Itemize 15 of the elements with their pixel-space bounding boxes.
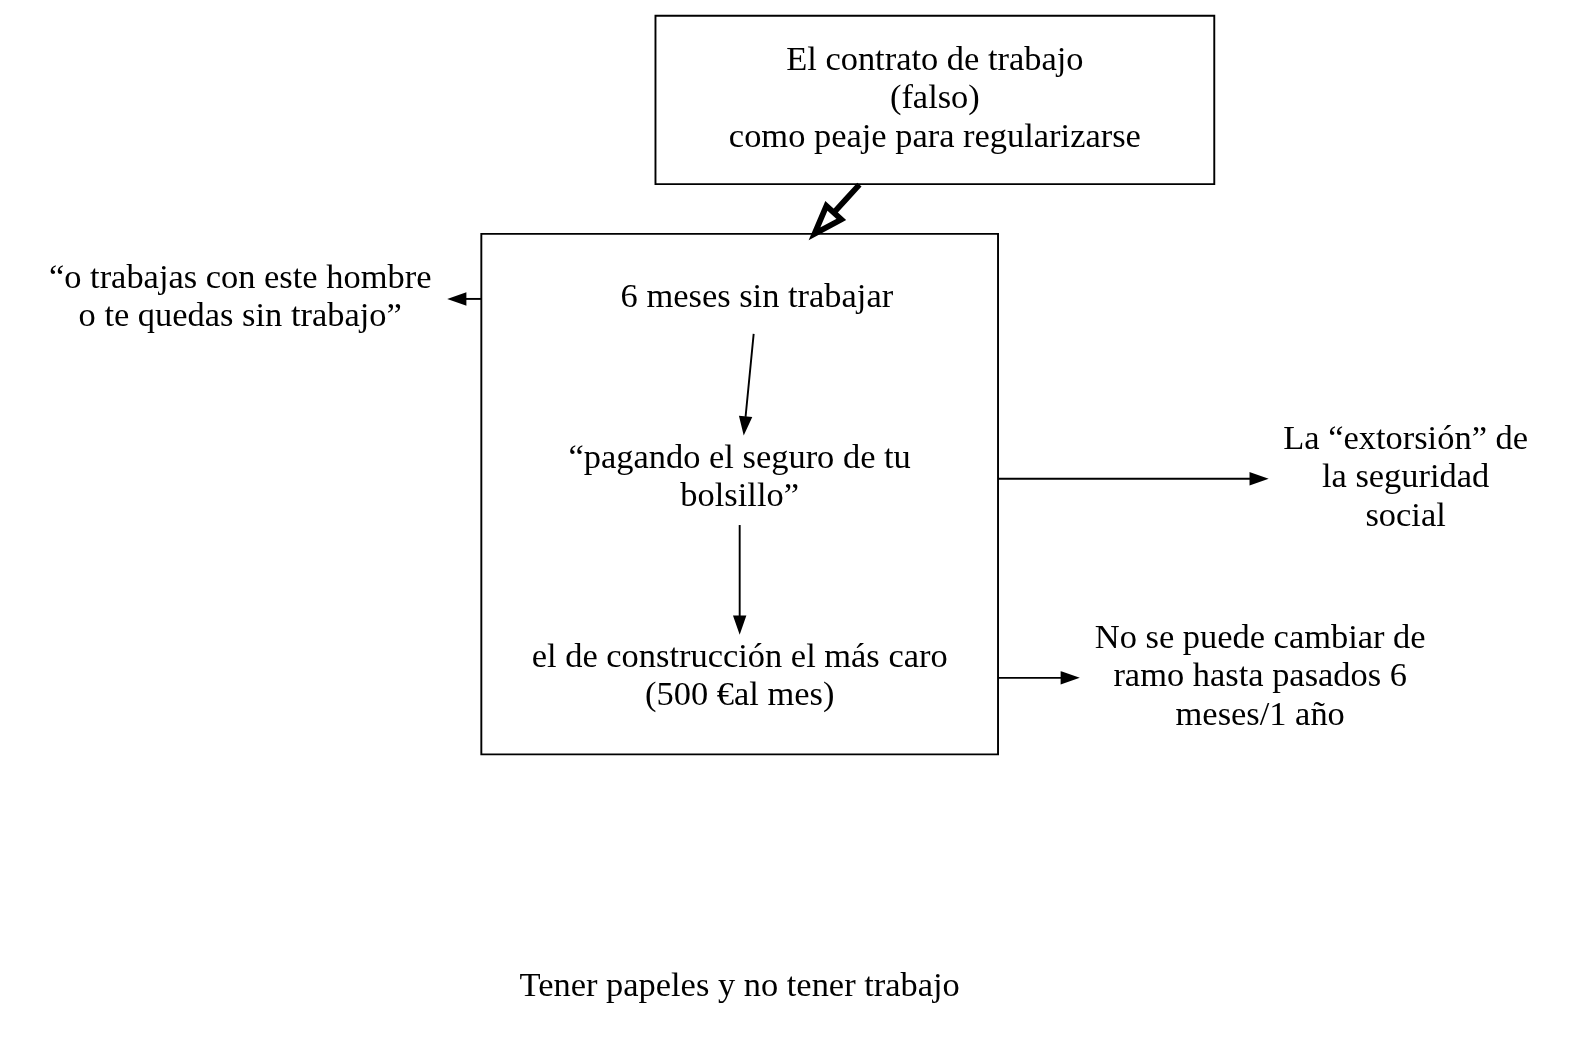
node-box: El contrato de trabajo (falso) como peaje para regularizarse — [654, 14, 1215, 186]
cluster — [479, 232, 999, 756]
arrow — [446, 292, 482, 306]
node-text: La “extorsión” de la seguridad social — [1282, 417, 1528, 533]
node-text: Tener papeles y no tener trabajo — [519, 965, 960, 1004]
node-text: 6 meses sin trabajar — [620, 276, 893, 315]
arrow — [732, 524, 746, 635]
arrow — [996, 472, 1269, 486]
node-text: No se puede cambiar de ramo hasta pasados 6 meses/1 año — [1094, 616, 1426, 732]
arrow — [808, 182, 862, 241]
arrow — [738, 333, 755, 436]
arrow — [996, 671, 1080, 685]
node-text: el de construcción el más caro (500 €al mes) — [531, 636, 948, 713]
node-text: “pagando el seguro de tu bolsillo” — [568, 437, 911, 514]
node-text: “o trabajas con este hombre o te quedas sin trabajo” — [48, 257, 431, 334]
